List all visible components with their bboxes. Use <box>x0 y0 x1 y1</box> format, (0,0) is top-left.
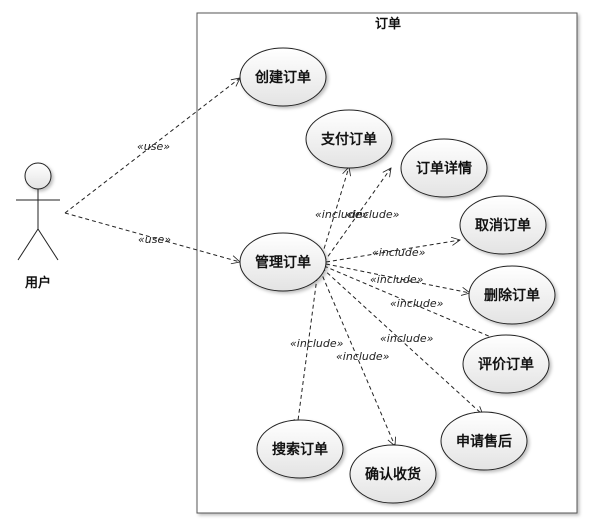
actor-user[interactable]: 用户 <box>16 162 60 291</box>
label-manage-pay: «include» <box>315 208 369 221</box>
label-actor-create: «use» <box>137 140 170 153</box>
use-case-search[interactable]: 搜索订单 <box>256 419 344 479</box>
use-case-label: 管理订单 <box>255 254 311 271</box>
use-case-label: 搜索订单 <box>272 441 328 458</box>
relations <box>64 78 505 446</box>
use-case-ellipse <box>305 109 393 169</box>
use-case-ellipse <box>400 138 488 198</box>
use-case-label: 创建订单 <box>254 69 311 86</box>
use-case-ellipse <box>349 444 437 504</box>
use-case-confirm[interactable]: 确认收货 <box>349 444 437 504</box>
actor-leg-left <box>17 228 39 261</box>
actor-leg-right <box>37 228 59 261</box>
system-title: 订单 <box>375 16 401 32</box>
relation-actor-manage <box>64 212 240 262</box>
label-manage-confirm: «include» <box>336 350 390 363</box>
relation-manage-cancel <box>325 240 460 263</box>
label-actor-manage: «use» <box>138 233 171 246</box>
label-manage-detail: «include» <box>346 208 400 221</box>
use-case-cancel[interactable]: 取消订单 <box>459 195 547 255</box>
relation-manage-search <box>297 269 319 428</box>
use-case-label: 删除订单 <box>484 287 540 304</box>
relation-manage-pay <box>319 167 349 263</box>
use-case-manage[interactable]: 管理订单 <box>239 232 327 292</box>
relation-manage-delete <box>325 263 470 293</box>
label-manage-cancel: «include» <box>372 246 426 259</box>
use-case-delete[interactable]: 删除订单 <box>468 265 556 325</box>
relation-actor-create <box>64 78 240 214</box>
use-case-aftersale[interactable]: 申请售后 <box>440 411 528 471</box>
actor-name: 用户 <box>24 275 51 291</box>
use-case-label: 支付订单 <box>320 131 377 148</box>
use-case-label: 申请售后 <box>456 433 512 450</box>
label-manage-search: «include» <box>290 337 344 350</box>
use-case-ellipse <box>459 195 547 255</box>
relation-manage-review <box>323 265 505 343</box>
use-case-pay[interactable]: 支付订单 <box>305 109 393 169</box>
label-manage-aftersale: «include» <box>380 332 434 345</box>
use-case-ellipse <box>468 265 556 325</box>
relation-manage-aftersale <box>321 267 483 415</box>
use-case-label: 确认收货 <box>365 466 421 483</box>
use-case-label: 评价订单 <box>478 356 534 373</box>
relation-manage-confirm <box>319 269 395 446</box>
use-case-ellipse <box>256 419 344 479</box>
use-case-review[interactable]: 评价订单 <box>462 334 550 394</box>
use-case-ellipse <box>239 47 327 107</box>
use-case-create[interactable]: 创建订单 <box>239 47 327 107</box>
use-case-ellipse <box>239 232 327 292</box>
relation-labels: «use» «use» «include» «include» «include… <box>137 140 444 363</box>
use-case-label: 订单详情 <box>416 160 472 177</box>
use-case-ellipse <box>440 411 528 471</box>
use-case-ellipse <box>462 334 550 394</box>
relation-manage-detail <box>323 168 391 263</box>
label-manage-review: «include» <box>390 297 444 310</box>
use-case-detail[interactable]: 订单详情 <box>400 138 488 198</box>
label-manage-delete: «include» <box>370 273 424 286</box>
use-case-label: 取消订单 <box>475 217 531 234</box>
actor-head <box>24 162 52 190</box>
